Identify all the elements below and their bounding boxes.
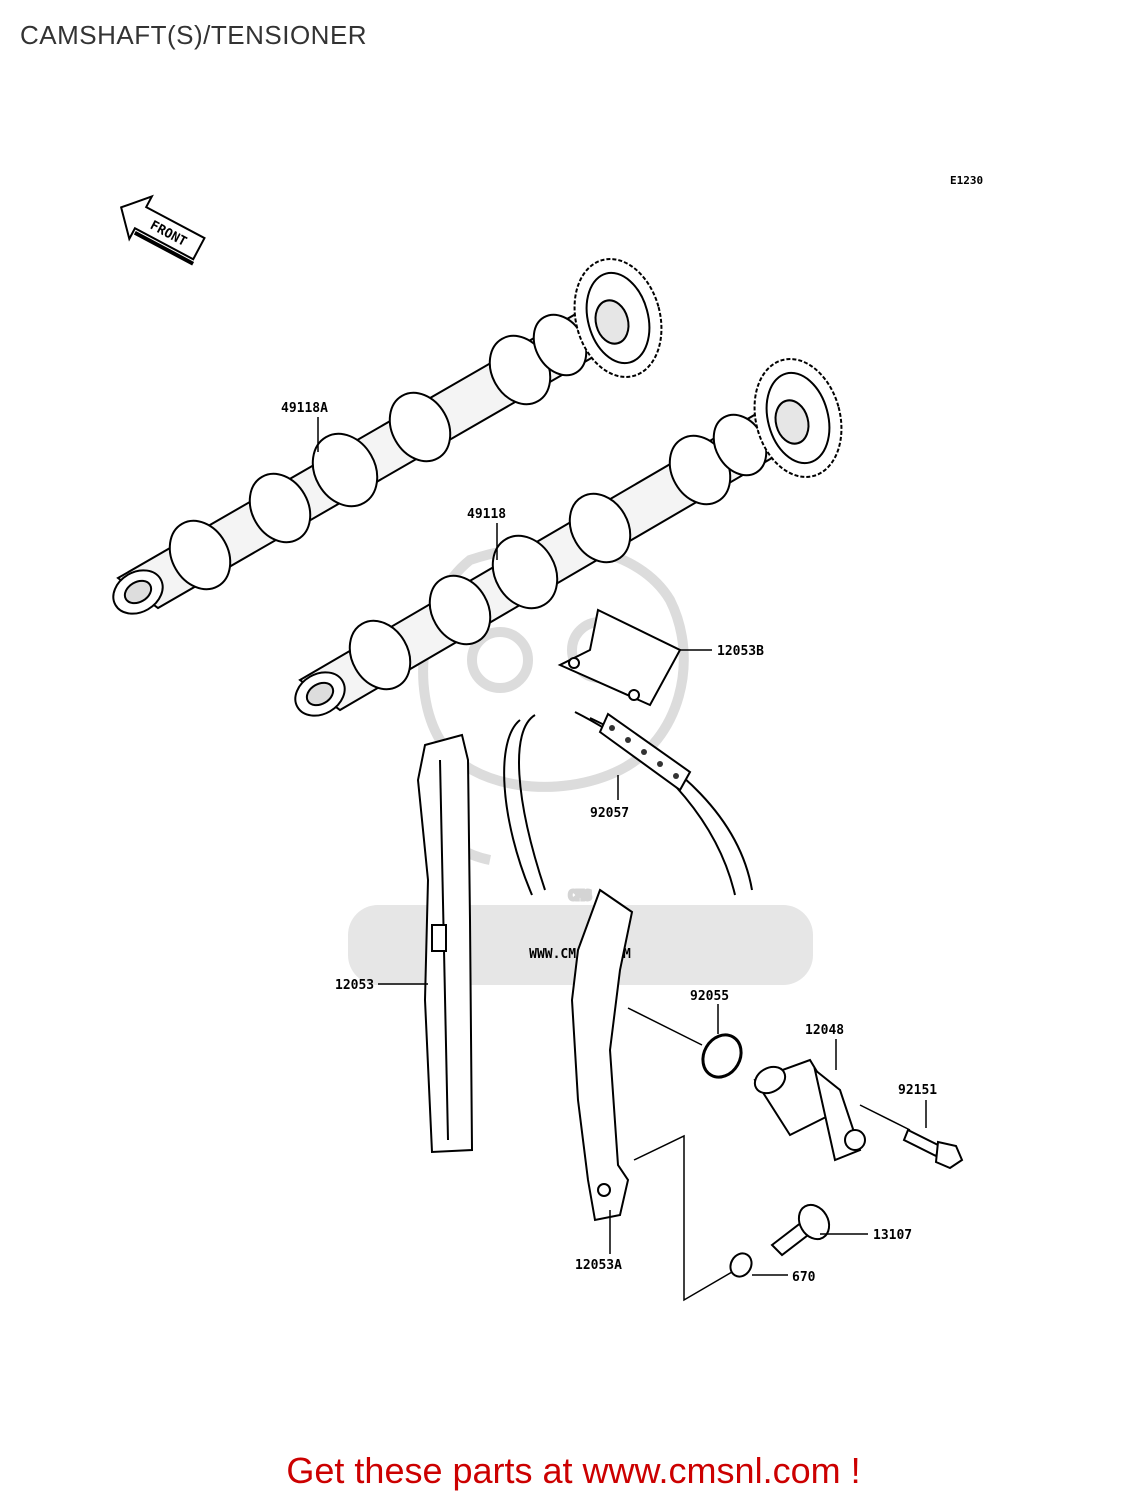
camshaft-exhaust-drawing	[112, 258, 663, 615]
bolt-drawing	[902, 1128, 964, 1170]
part-label-12053b: 12053B	[717, 644, 764, 659]
part-label-670: 670	[792, 1270, 816, 1285]
guide-front-drawing	[416, 733, 474, 1154]
chain-drawing	[503, 711, 753, 896]
o-ring-tensioner-drawing	[701, 1033, 743, 1079]
leader-lines	[317, 417, 927, 1302]
guide-rear-drawing	[570, 888, 634, 1222]
diagram-code: E1230	[950, 174, 983, 187]
part-label-92057: 92057	[590, 806, 629, 821]
part-label-13107: 13107	[873, 1228, 912, 1243]
part-label-12053a: 12053A	[575, 1258, 622, 1273]
part-label-92055: 92055	[690, 989, 729, 1004]
part-label-49118a: 49118A	[281, 401, 328, 416]
o-ring-pivot-drawing	[729, 1252, 753, 1278]
part-label-12048: 12048	[805, 1023, 844, 1038]
cta-link[interactable]: Get these parts at www.cmsnl.com !	[286, 1450, 861, 1491]
watermark-logo: CMS	[568, 889, 592, 904]
part-label-92151: 92151	[898, 1083, 937, 1098]
camshaft-intake-drawing	[294, 358, 843, 717]
guide-upper-drawing	[557, 608, 682, 707]
front-arrow-icon: FRONT	[119, 194, 206, 266]
pivot-bolt-drawing	[770, 1203, 831, 1257]
part-label-49118: 49118	[467, 507, 506, 522]
tensioner-drawing	[753, 1058, 866, 1162]
page-title: CAMSHAFT(S)/TENSIONER	[20, 20, 368, 50]
part-label-12053: 12053	[335, 978, 374, 993]
